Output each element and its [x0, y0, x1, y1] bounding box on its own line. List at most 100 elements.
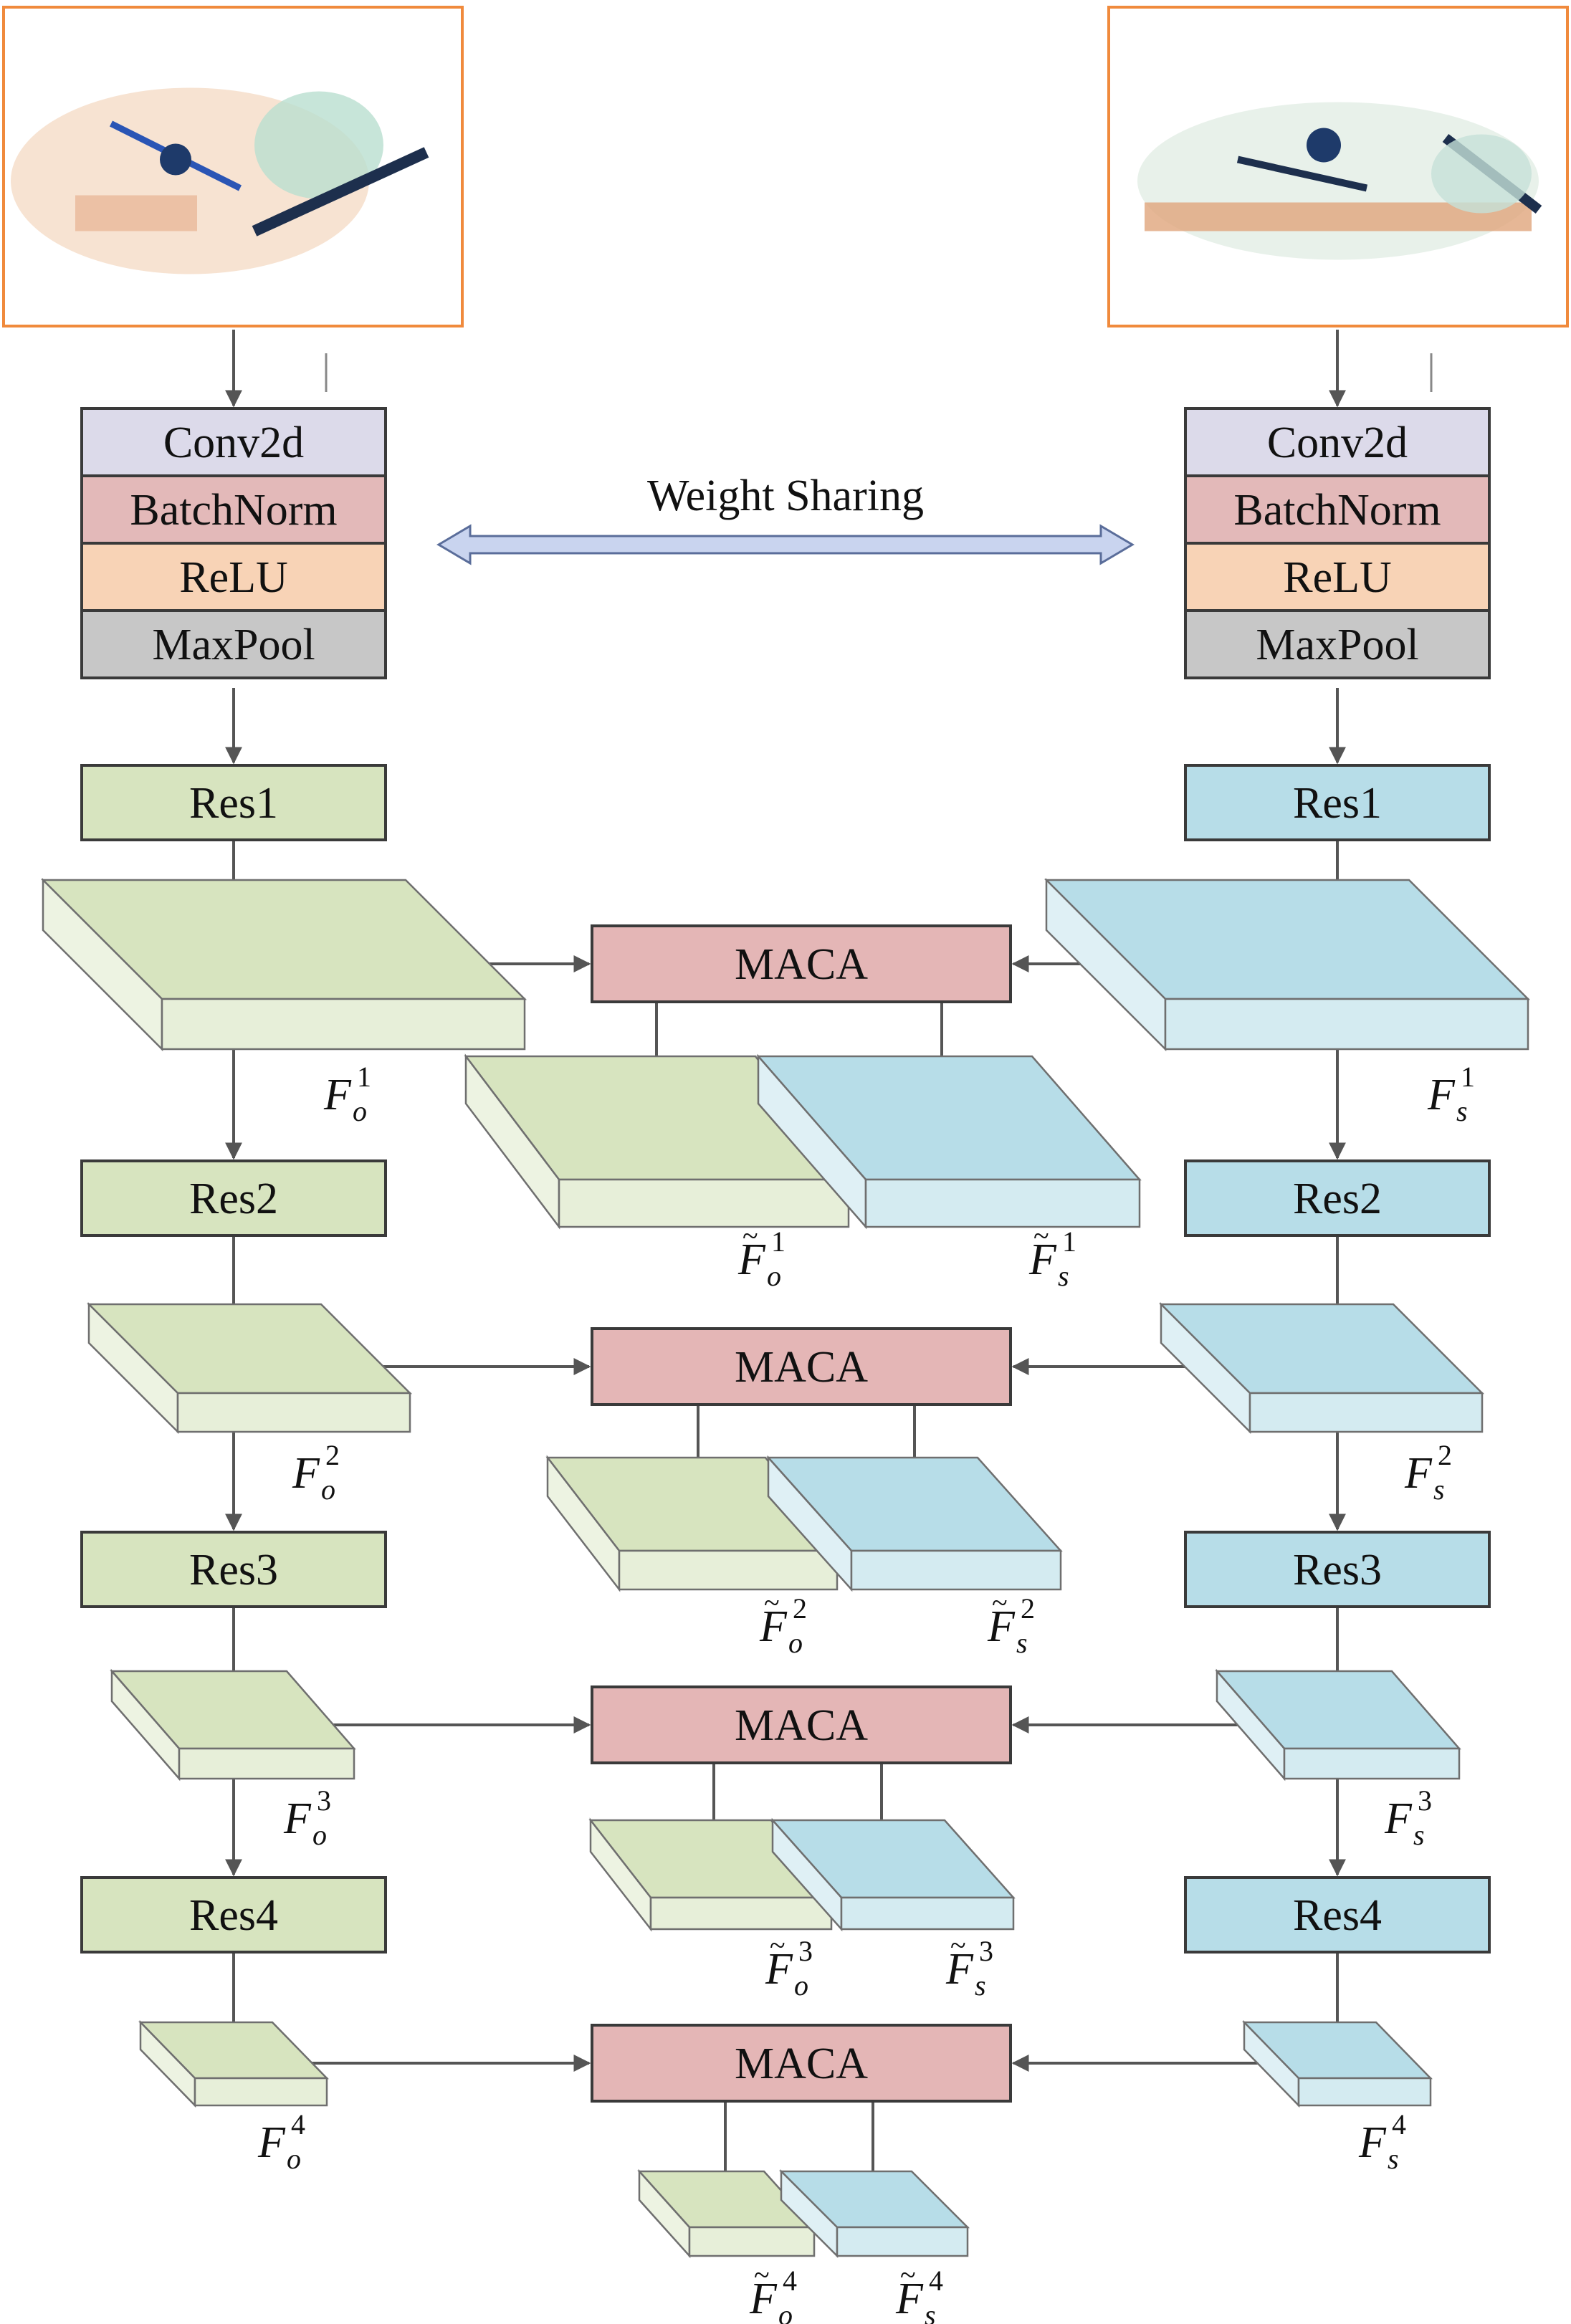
left-feature-label-2-superscript: 2 [325, 1439, 340, 1471]
right-feature-label-2-subscript: s [1433, 1473, 1445, 1506]
maca-block-4: MACA [591, 2024, 1012, 2103]
right-feature-label-4-subscript: s [1388, 2143, 1399, 2175]
maca-output-o-1-front [558, 1178, 850, 1228]
maca-output-o-3-front [649, 1896, 833, 1931]
output-label-o-4-tilde: ~ [754, 2259, 770, 2291]
maca-output-o-4-front [688, 2226, 816, 2257]
left-stem-maxpool-label: MaxPool [152, 621, 315, 669]
left-stem-conv2d-rect [80, 407, 387, 477]
left-stem-batchnorm-label: BatchNorm [130, 486, 337, 535]
left-res4-block: Res4 [80, 1876, 387, 1954]
right-res1-block-label: Res1 [1293, 779, 1382, 828]
output-label-o-1-symbol: F [737, 1235, 766, 1284]
left-feature-map-1-front [161, 998, 526, 1051]
left-feature-label-4-symbol: F [257, 2118, 286, 2167]
right-res1-block-rect [1184, 764, 1491, 841]
right-feature-map-4 [1242, 2019, 1433, 2108]
right-feature-label-4-symbol: F [1358, 2118, 1387, 2167]
left-stem-maxpool-rect [80, 609, 387, 679]
maca-output-s-4 [778, 2168, 970, 2259]
right-feature-label-4-superscript: 4 [1392, 2108, 1406, 2141]
right-stem-batchnorm-rect [1184, 474, 1491, 545]
output-label-o-3-subscript: o [794, 1969, 808, 2002]
output-label-s-1-superscript: 1 [1062, 1225, 1076, 1258]
output-label-s-4: F~4s [895, 2259, 943, 2324]
left-feature-map-3 [110, 1668, 356, 1782]
maca-block-3-rect [591, 1685, 1012, 1764]
right-stem-maxpool: MaxPool [1184, 609, 1491, 679]
maca-output-o-2-front [618, 1549, 839, 1591]
output-label-o-4-subscript: o [778, 2299, 793, 2324]
output-label-o-1-tilde: ~ [742, 1220, 758, 1252]
left-stem-conv2d-label: Conv2d [163, 419, 304, 467]
left-feature-label-3-superscript: 3 [317, 1784, 331, 1817]
left-feature-map-1 [40, 877, 527, 1052]
right-stem-batchnorm: BatchNorm [1184, 474, 1491, 545]
left-stem-relu-rect [80, 542, 387, 612]
right-stem-conv2d-label: Conv2d [1267, 419, 1408, 467]
output-label-s-4-superscript: 4 [929, 2265, 943, 2297]
maca-block-2-rect [591, 1327, 1012, 1406]
input-image-original [2, 6, 464, 392]
output-label-o-1: F~1o [737, 1220, 786, 1292]
output-label-s-3: F~3s [945, 1929, 993, 2002]
left-feature-label-4-subscript: o [287, 2143, 301, 2175]
left-stem-relu-label: ReLU [179, 553, 288, 602]
output-label-s-3-symbol: F [945, 1945, 974, 1994]
output-label-o-4: F~4o [749, 2259, 797, 2324]
right-feature-label-3-symbol: F [1384, 1794, 1413, 1843]
left-res4-block-rect [80, 1876, 387, 1954]
left-stem-batchnorm-rect [80, 474, 387, 545]
maca-output-o-2 [545, 1455, 839, 1592]
right-feature-label-1-superscript: 1 [1461, 1061, 1475, 1093]
right-res1-block: Res1 [1184, 764, 1491, 841]
output-label-o-4-symbol: F [749, 2275, 778, 2323]
output-label-o-3-tilde: ~ [770, 1929, 786, 1961]
left-res2-block-label: Res2 [189, 1175, 278, 1223]
maca-output-o-4 [637, 2168, 816, 2259]
right-feature-map-2 [1158, 1301, 1485, 1435]
right-feature-label-1-subscript: s [1456, 1095, 1468, 1127]
right-stem-relu: ReLU [1184, 542, 1491, 612]
output-label-o-1-superscript: 1 [771, 1225, 786, 1258]
output-label-o-3-superscript: 3 [798, 1935, 813, 1967]
output-label-o-2-symbol: F [759, 1602, 788, 1651]
maca-output-s-3 [770, 1817, 1016, 1932]
right-res2-block-rect [1184, 1159, 1491, 1237]
right-feature-map-3 [1215, 1668, 1461, 1782]
maca-block-2-label: MACA [735, 1343, 868, 1392]
output-label-o-4-superscript: 4 [783, 2265, 797, 2297]
output-label-s-2-superscript: 2 [1021, 1592, 1035, 1625]
right-stem-conv2d: Conv2d [1184, 407, 1491, 477]
left-feature-label-3-symbol: F [283, 1794, 312, 1843]
right-stem-maxpool-rect [1184, 609, 1491, 679]
maca-output-s-2 [766, 1455, 1063, 1592]
maca-block-4-label: MACA [735, 2040, 868, 2088]
right-res3-block: Res3 [1184, 1531, 1491, 1608]
output-label-s-3-subscript: s [975, 1969, 986, 2002]
output-label-s-2-symbol: F [987, 1602, 1016, 1651]
right-res3-block-label: Res3 [1293, 1546, 1382, 1594]
weight-sharing-label: Weight Sharing [647, 472, 924, 520]
maca-block-4-rect [591, 2024, 1012, 2103]
left-feature-map-2-front [176, 1392, 411, 1433]
output-label-s-2-tilde: ~ [992, 1587, 1008, 1619]
right-res2-block-label: Res2 [1293, 1175, 1382, 1223]
output-label-s-3-tilde: ~ [950, 1929, 966, 1961]
output-label-o-1-subscript: o [767, 1260, 781, 1292]
right-stem-maxpool-label: MaxPool [1256, 621, 1418, 669]
maca-block-1: MACA [591, 924, 1012, 1003]
left-res1-block-rect [80, 764, 387, 841]
right-stem-batchnorm-label: BatchNorm [1233, 486, 1441, 535]
right-res2-block: Res2 [1184, 1159, 1491, 1237]
right-feature-map-2-front [1248, 1392, 1484, 1433]
maca-block-3: MACA [591, 1685, 1012, 1764]
left-feature-label-2-subscript: o [321, 1473, 335, 1506]
output-label-s-4-symbol: F [895, 2275, 924, 2323]
item-dark [160, 143, 191, 176]
item-blob [254, 91, 383, 199]
